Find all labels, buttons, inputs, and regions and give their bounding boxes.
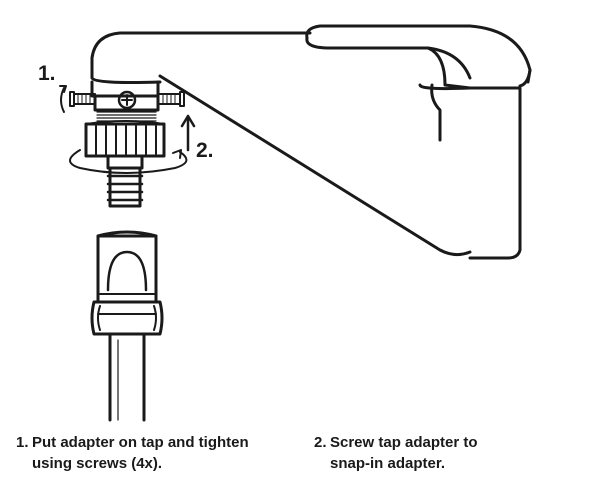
instruction-text-line1: Screw tap adapter to	[330, 434, 478, 451]
snap-in-adapter	[90, 230, 164, 336]
instruction-text-line2: snap-in adapter.	[330, 455, 446, 472]
instruction-number: 1.	[16, 434, 29, 451]
instruction-step-2: 2.Screw tap adapter to snap-in adapter.	[314, 432, 564, 474]
hose	[108, 332, 146, 422]
instruction-step-1: 1.Put adapter on tap and tighten using s…	[16, 432, 276, 474]
step-2-callout: 2.	[196, 139, 214, 162]
tap-adapter	[59, 80, 196, 208]
instruction-number: 2.	[314, 434, 327, 451]
faucet	[90, 24, 532, 260]
instruction-text-line1: Put adapter on tap and tighten	[32, 434, 249, 451]
instruction-text-line2: using screws (4x).	[32, 455, 163, 472]
step-1-callout: 1.	[38, 62, 56, 85]
